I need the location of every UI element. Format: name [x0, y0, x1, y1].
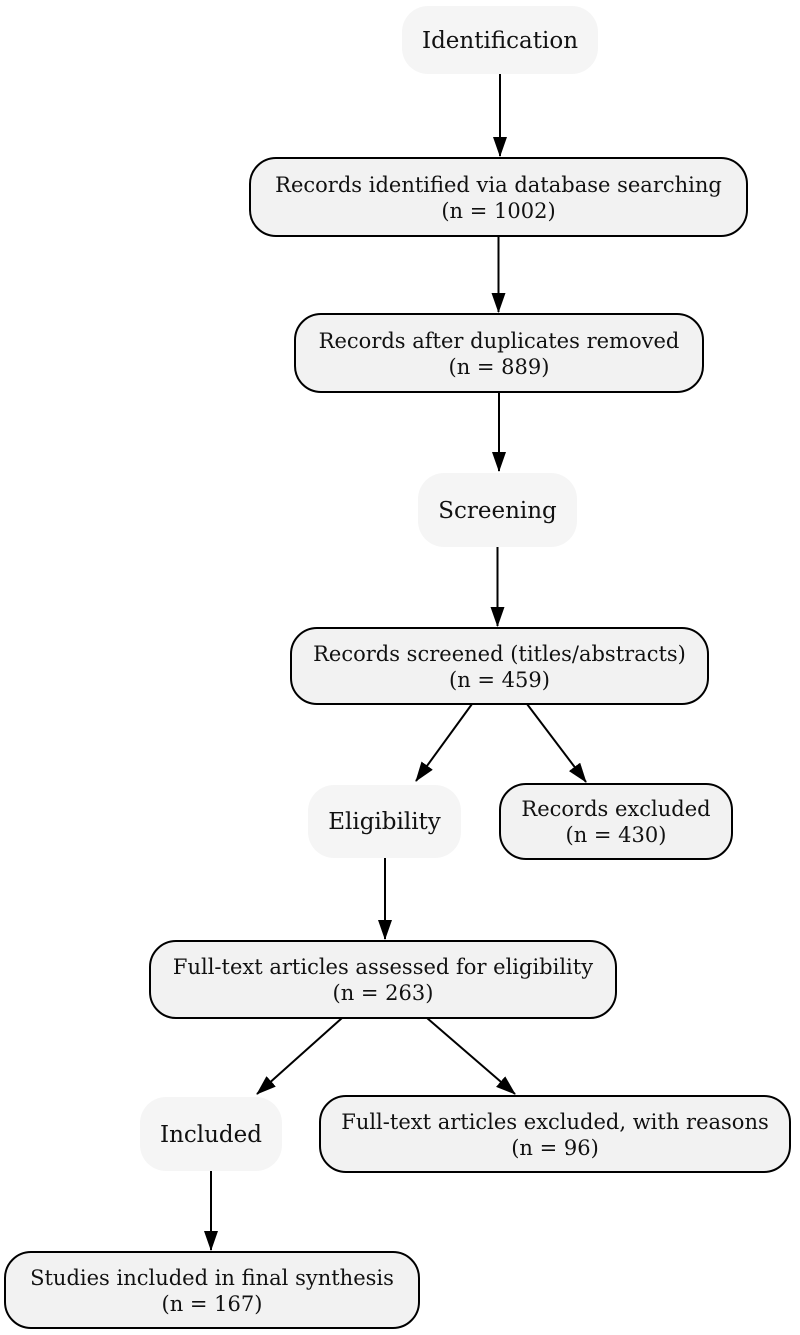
box-records-identified: Records identified via database searchin… — [249, 157, 748, 237]
stage-identification-label: Identification — [422, 28, 578, 54]
box-fulltext-excluded-rect — [319, 1095, 791, 1173]
stage-included-label: Included — [160, 1122, 262, 1148]
box-records-deduped: Records after duplicates removed (n = 88… — [294, 313, 704, 393]
box-records-excluded-line2: (n = 430) — [566, 823, 667, 847]
stage-eligibility: Eligibility — [308, 785, 461, 858]
box-fulltext-assessed-line1: Full-text articles assessed for eligibil… — [173, 955, 593, 979]
box-final-synthesis-line1: Studies included in final synthesis — [30, 1266, 394, 1290]
box-fulltext-assessed: Full-text articles assessed for eligibil… — [149, 940, 617, 1019]
box-records-deduped-rect — [294, 313, 704, 393]
box-final-synthesis: Studies included in final synthesis (n =… — [4, 1251, 420, 1329]
stage-screening-rect — [418, 473, 577, 547]
box-records-excluded-line1: Records excluded — [521, 797, 710, 821]
box-records-screened: Records screened (titles/abstracts) (n =… — [290, 627, 709, 705]
stage-screening: Screening — [418, 473, 577, 547]
box-fulltext-excluded-line1: Full-text articles excluded, with reason… — [341, 1110, 769, 1134]
box-fulltext-excluded-line2: (n = 96) — [511, 1136, 599, 1160]
box-fulltext-assessed-line2: (n = 263) — [333, 981, 434, 1005]
box-final-synthesis-rect — [4, 1251, 420, 1329]
arrow-assessed-to-included — [256, 1017, 343, 1095]
stage-eligibility-label: Eligibility — [328, 809, 441, 835]
stage-identification: Identification — [402, 6, 598, 74]
box-records-identified-rect — [249, 157, 748, 237]
box-records-deduped-line1: Records after duplicates removed — [319, 329, 680, 353]
arrow-assessed-to-fulltext-excluded — [426, 1017, 516, 1095]
box-records-identified-line2: (n = 1002) — [441, 199, 555, 223]
edges — [204, 74, 587, 1251]
stage-screening-label: Screening — [438, 498, 557, 524]
arrow-screened-to-records-excluded — [526, 703, 587, 783]
box-records-excluded: Records excluded (n = 430) — [499, 783, 733, 860]
stage-identification-rect — [402, 6, 598, 74]
box-records-identified-line1: Records identified via database searchin… — [275, 173, 722, 197]
box-records-deduped-line2: (n = 889) — [449, 355, 550, 379]
stage-eligibility-rect — [308, 785, 461, 858]
box-records-screened-rect — [290, 627, 709, 705]
box-records-screened-line1: Records screened (titles/abstracts) — [313, 642, 686, 666]
box-records-excluded-rect — [499, 783, 733, 860]
arrow-screened-to-eligibility — [415, 703, 473, 782]
box-fulltext-assessed-rect — [149, 940, 617, 1019]
box-records-screened-line2: (n = 459) — [449, 668, 550, 692]
box-fulltext-excluded: Full-text articles excluded, with reason… — [319, 1095, 791, 1173]
box-final-synthesis-line2: (n = 167) — [162, 1292, 263, 1316]
stage-included: Included — [140, 1097, 282, 1171]
stage-included-rect — [140, 1097, 282, 1171]
